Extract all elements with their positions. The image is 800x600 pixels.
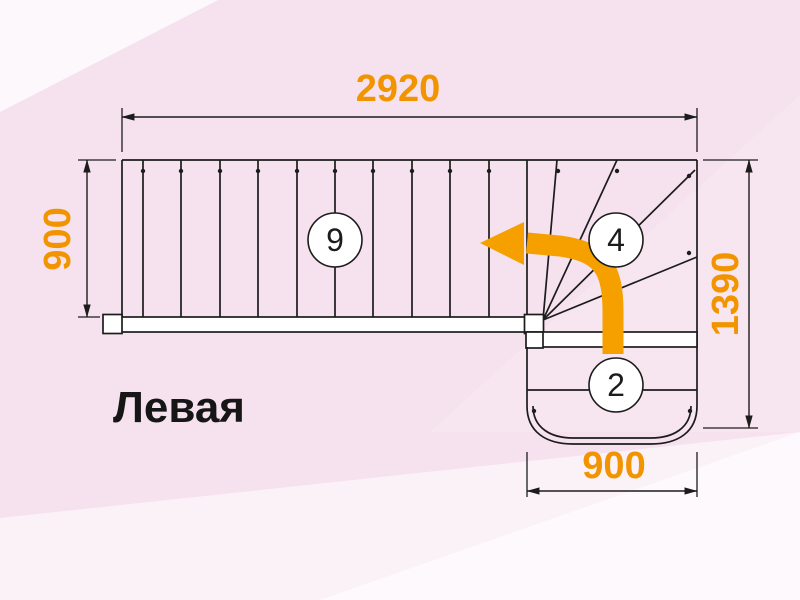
step-dot xyxy=(178,168,184,174)
step-dot xyxy=(447,168,453,174)
step-count-bottom: 2 xyxy=(607,367,625,403)
bottom-curve-outer xyxy=(526,405,698,445)
step-dot xyxy=(217,168,223,174)
main-flight-steps xyxy=(140,160,528,317)
step-dot xyxy=(687,408,693,414)
direction-arrow-shaft xyxy=(526,232,624,354)
step-dot xyxy=(255,168,261,174)
bottom-curve-inner xyxy=(532,405,692,439)
dimension-bottom: 900 xyxy=(526,445,698,497)
newel-post xyxy=(525,331,544,349)
step-count-winder: 4 xyxy=(607,222,625,258)
step-dot xyxy=(686,250,692,256)
dimension-value-bottom-width: 900 xyxy=(582,445,645,487)
newel-post xyxy=(523,313,545,335)
step-dot xyxy=(294,168,300,174)
step-dot xyxy=(370,168,376,174)
step-dot xyxy=(332,168,338,174)
step-dot xyxy=(140,168,146,174)
stair-outline xyxy=(121,159,698,406)
newel-post xyxy=(102,313,123,335)
step-count-badges: 9 4 2 xyxy=(307,212,644,413)
stringer-band xyxy=(105,316,544,333)
direction-arrow-head xyxy=(480,222,524,265)
dimension-value-right-height: 1390 xyxy=(705,252,747,337)
step-count-circle-main xyxy=(307,212,363,268)
staircase-plan: 9 4 2 xyxy=(102,159,698,445)
stair-type-label: Левая xyxy=(113,383,245,432)
background-triangle xyxy=(320,432,800,600)
step-count-circle-bottom xyxy=(588,357,644,413)
step-count-main: 9 xyxy=(326,222,344,258)
step-dot xyxy=(686,173,692,179)
step-dot xyxy=(409,168,415,174)
dimension-value-flight-width: 900 xyxy=(37,207,79,270)
dimension-top: 2920 xyxy=(121,68,698,152)
step-dot xyxy=(555,168,561,174)
direction-arrow-icon xyxy=(480,222,624,354)
step-count-circle-winder xyxy=(588,212,644,268)
main-flight-stringer xyxy=(102,313,545,335)
dimension-left: 900 xyxy=(37,159,116,318)
background-triangle xyxy=(0,0,218,112)
step-dot xyxy=(531,408,537,414)
step-dot xyxy=(614,168,620,174)
dimension-value-total-run: 2920 xyxy=(356,68,441,110)
dimension-right: 1390 xyxy=(703,159,758,429)
step-dot xyxy=(486,168,492,174)
